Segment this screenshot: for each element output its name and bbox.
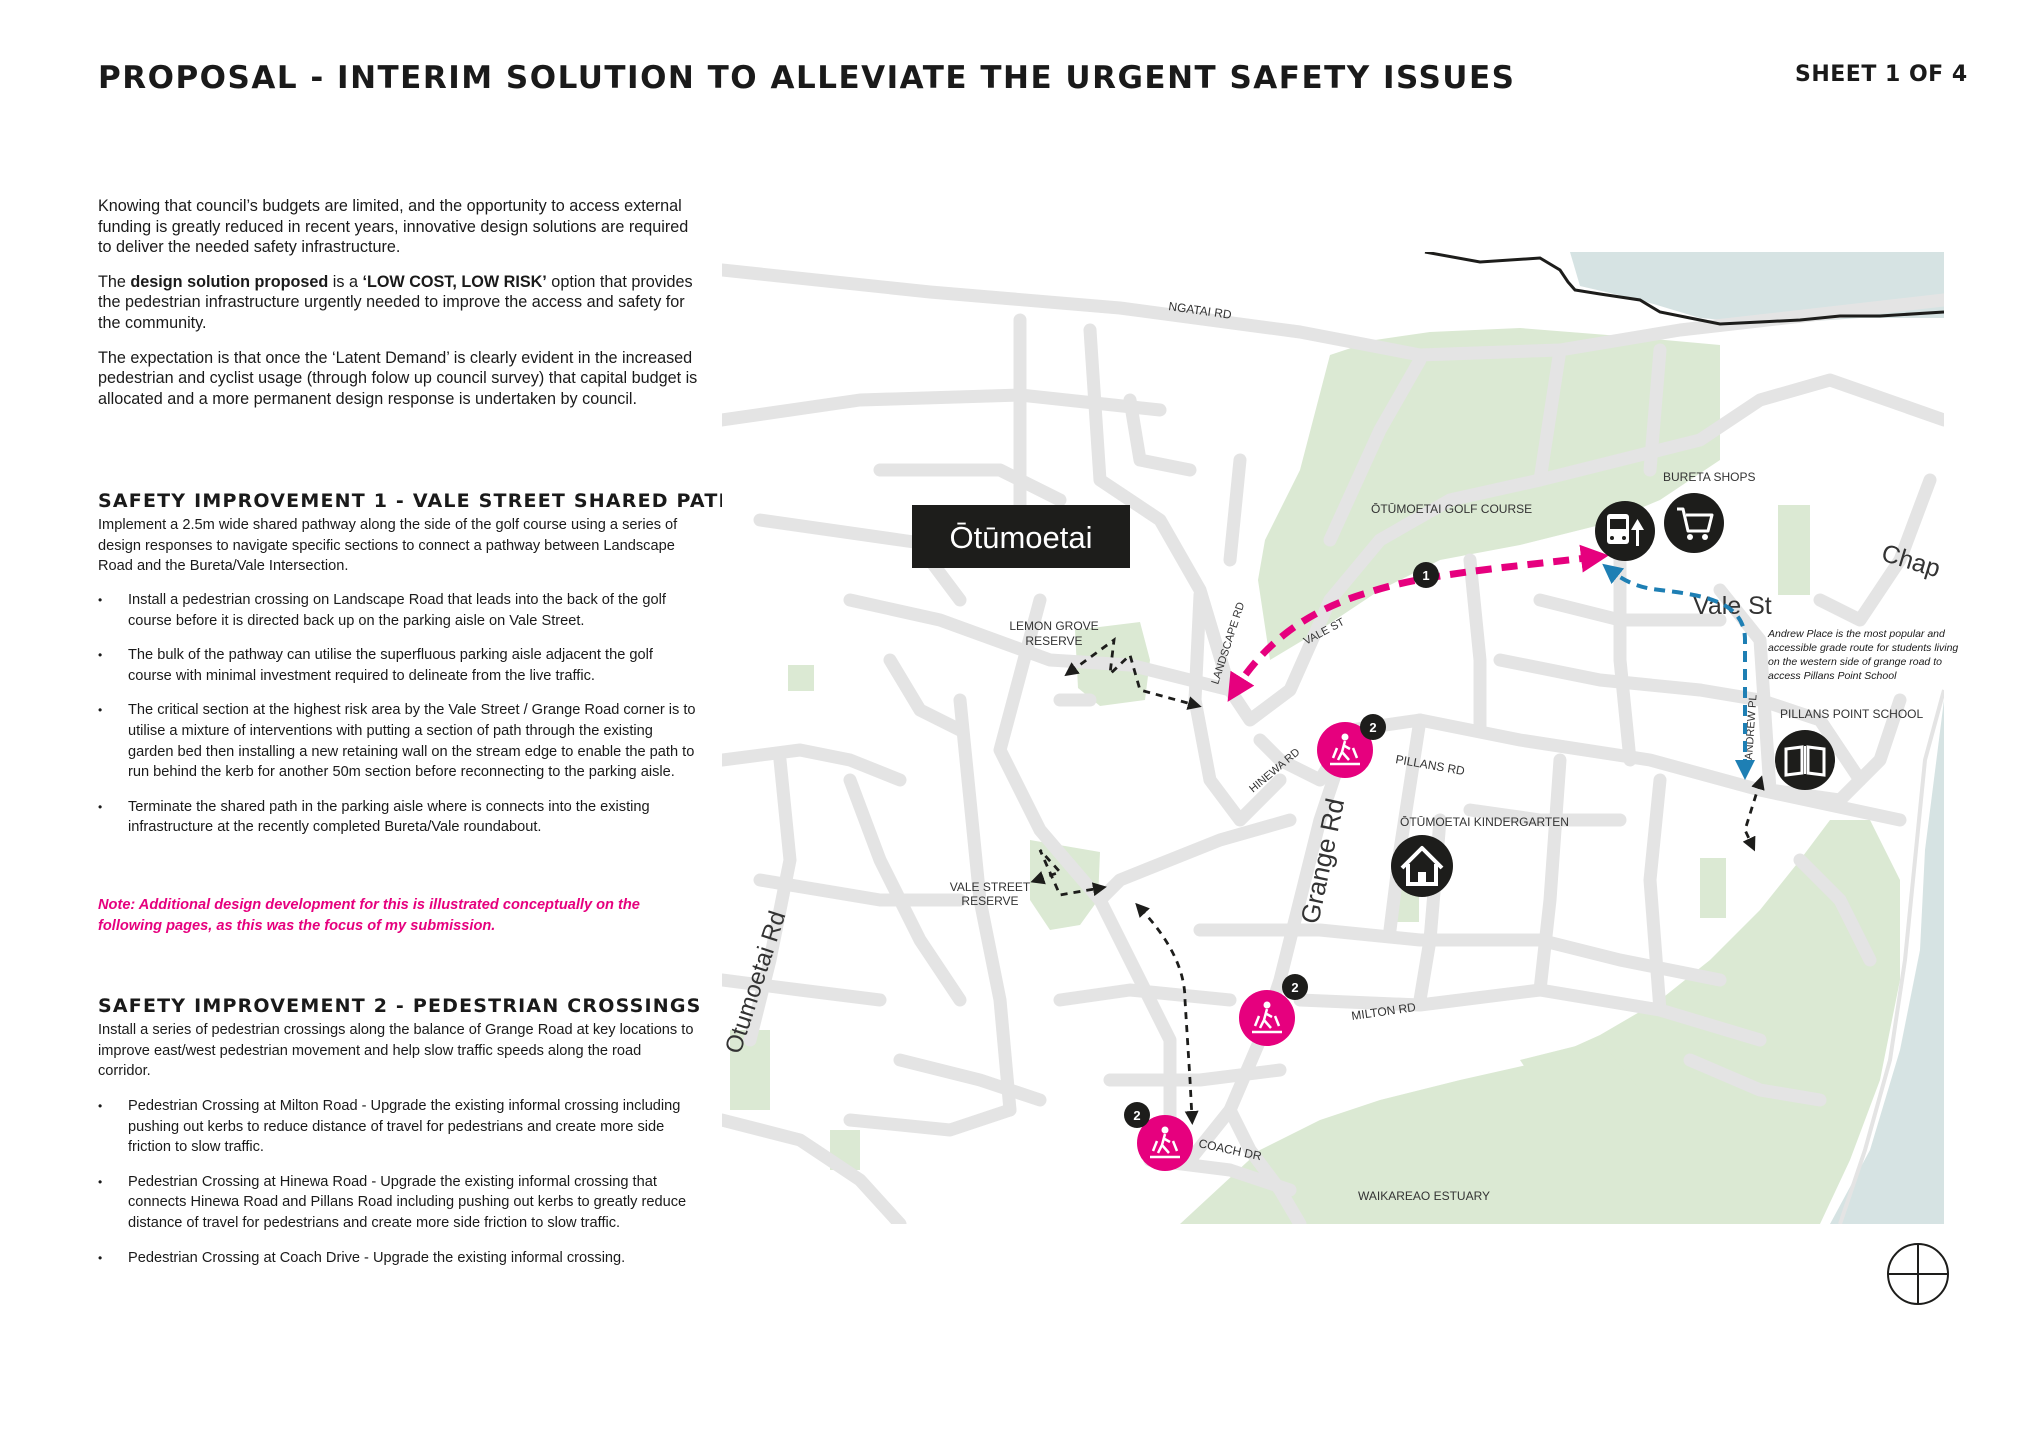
list-item: Pedestrian Crossing at Hinewa Road - Upg… [98, 1172, 698, 1234]
lemon-grove-reserve-label: RESERVE [1025, 634, 1082, 648]
list-item: Install a pedestrian crossing on Landsca… [98, 590, 698, 631]
vale-street-reserve-label-2: RESERVE [961, 894, 1018, 908]
list-item: Terminate the shared path in the parking… [98, 797, 698, 838]
andrew-note-line: accessible grade route for students livi… [1768, 642, 1958, 654]
park-green [1778, 505, 1810, 595]
book-icon [1775, 730, 1835, 790]
improvement-2-heading: SAFETY IMPROVEMENT 2 - PEDESTRIAN CROSSI… [98, 995, 702, 1017]
suburb-label: Ōtūmoetai [949, 520, 1092, 555]
list-item: Pedestrian Crossing at Coach Drive - Upg… [98, 1248, 698, 1269]
bus-stop-icon [1595, 501, 1655, 561]
connection-arrow [1742, 775, 1765, 852]
park-green [1700, 858, 1726, 918]
lemon-grove-label: LEMON GROVE [1009, 619, 1098, 633]
marker-1-number: 1 [1422, 568, 1429, 583]
waikareao-estuary-label: WAIKAREAO ESTUARY [1358, 1189, 1490, 1203]
park-green [788, 665, 814, 691]
connection-arrows [1030, 636, 1765, 1125]
park-green [1520, 1040, 1640, 1120]
list-item: The critical section at the highest risk… [98, 700, 698, 782]
design-note: Note: Additional design development for … [98, 897, 640, 934]
andrew-note-line: access Pillans Point School [1768, 670, 1897, 682]
pedestrian-crossing-icon [1239, 990, 1295, 1046]
coastline [1424, 252, 1944, 326]
connection-arrow [1064, 636, 1202, 710]
vale-street-shared-pathway [1227, 544, 1609, 702]
bureta-shops-label: BURETA SHOPS [1663, 470, 1755, 484]
improvement-1-list: Install a pedestrian crossing on Landsca… [98, 590, 698, 852]
andrew-place-note: Andrew Place is the most popular and acc… [1767, 628, 1958, 682]
p2-bold-low-cost: ‘LOW COST, LOW RISK’ [362, 272, 547, 291]
list-item: The bulk of the pathway can utilise the … [98, 645, 698, 686]
vale-st-large-label: Vale St [1693, 592, 1772, 620]
suburb-label-box [912, 505, 1130, 568]
connection-arrow [1135, 902, 1199, 1125]
vale-street-reserve-label: VALE STREET [950, 880, 1031, 894]
pillans-point-school-label: PILLANS POINT SCHOOL [1780, 707, 1923, 721]
waikareao-green [1180, 820, 1900, 1224]
connection-arrow [1030, 849, 1107, 897]
improvement-2-list: Pedestrian Crossing at Milton Road - Upg… [98, 1096, 698, 1282]
sheet-number: SHEET 1 OF 4 [1795, 62, 1968, 87]
shoreline [1838, 689, 1944, 1224]
shopping-cart-icon [1664, 493, 1724, 553]
intro-paragraph-2: The design solution proposed is a ‘LOW C… [98, 272, 698, 334]
intro-paragraph-3: The expectation is that once the ‘Latent… [98, 348, 698, 408]
marker-1-badge [1413, 562, 1439, 588]
andrew-note-line: Andrew Place is the most popular and [1767, 628, 1946, 640]
list-item: Pedestrian Crossing at Milton Road - Upg… [98, 1096, 698, 1158]
andrew-note-line: on the western side of grange road to [1768, 656, 1942, 668]
improvement-1-heading: SAFETY IMPROVEMENT 1 - VALE STREET SHARE… [98, 490, 786, 512]
intro-text: Knowing that council’s budgets are limit… [98, 196, 698, 423]
improvement-2-intro: Install a series of pedestrian crossings… [98, 1022, 694, 1080]
crossing-milton: 2 [1239, 974, 1308, 1046]
page-title: PROPOSAL - INTERIM SOLUTION TO ALLEVIATE… [98, 60, 1516, 96]
p2-suffix: option that provides the pedestrian infr… [98, 272, 693, 332]
marker-2-number: 2 [1369, 720, 1376, 735]
p2-bold: design solution proposed [130, 272, 329, 291]
house-icon [1391, 835, 1453, 897]
golf-course-label: ŌTŪMOETAI GOLF COURSE [1371, 502, 1532, 516]
compass-icon [1887, 1243, 1949, 1305]
intro-paragraph-1: Knowing that council’s budgets are limit… [98, 197, 689, 257]
marker-2-number: 2 [1133, 1108, 1140, 1123]
kindergarten-label: ŌTŪMOETAI KINDERGARTEN [1400, 815, 1569, 829]
p2-mid: is a [328, 272, 363, 291]
crossing-coach: 2 [1124, 1102, 1193, 1171]
estuary-water [1830, 700, 1944, 1224]
marker-2-number: 2 [1291, 980, 1298, 995]
andrew-place-route [1602, 563, 1755, 780]
crossing-hinewa: 2 [1317, 714, 1386, 778]
improvement-1-intro: Implement a 2.5m wide shared pathway alo… [98, 517, 678, 575]
p2-prefix: The [98, 272, 131, 291]
